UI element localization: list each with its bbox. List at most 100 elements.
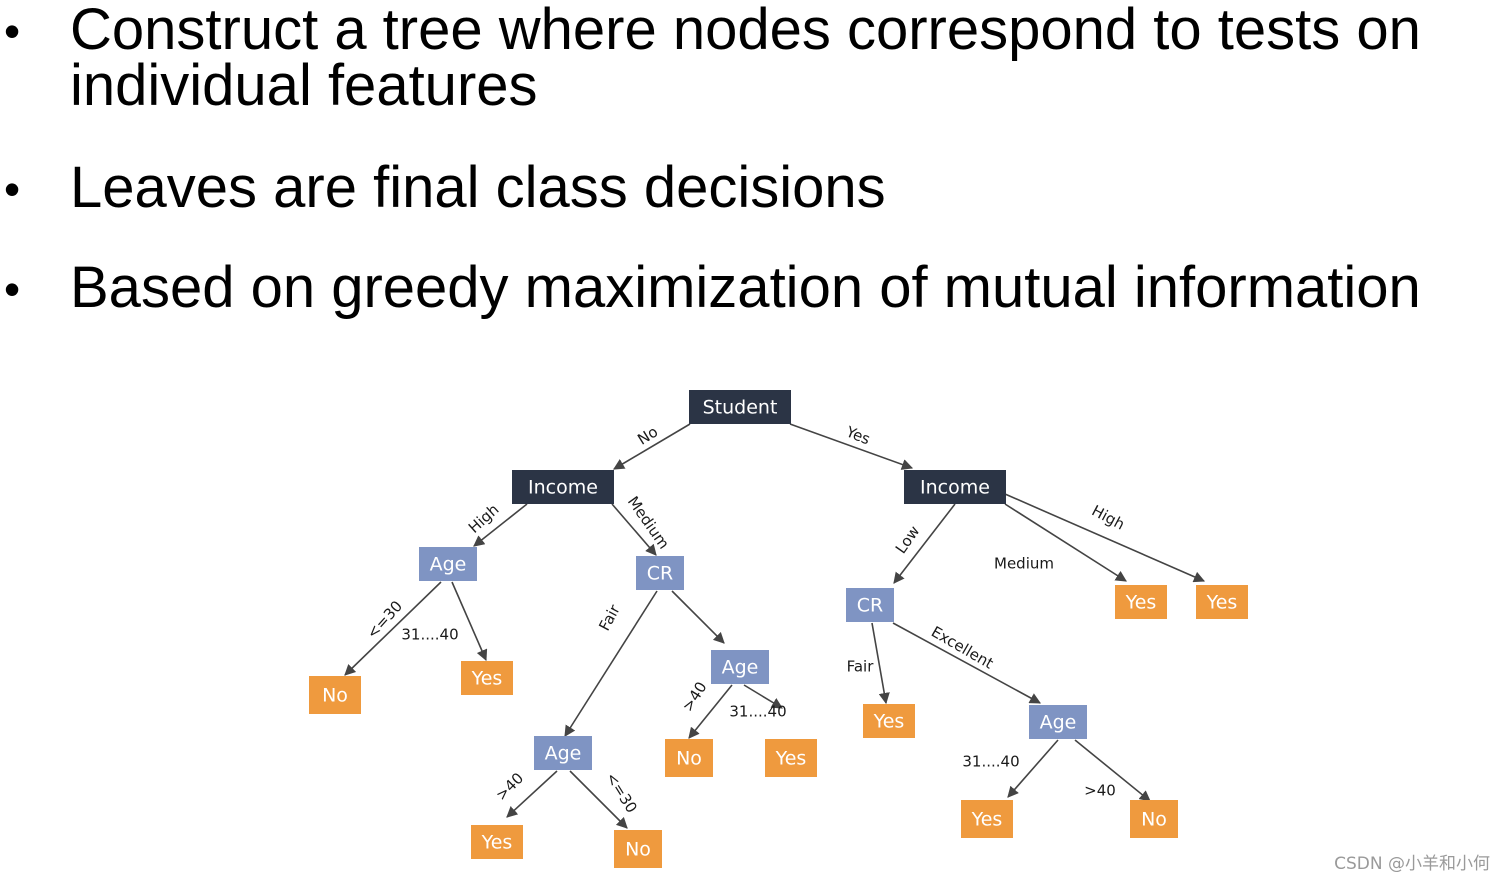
node-box xyxy=(765,739,817,777)
node-box xyxy=(461,661,513,695)
bullet-dot: • xyxy=(4,263,21,315)
tree-edge-age-excellent-right-to-leaf-yes-4 xyxy=(1007,739,1059,798)
tree-node-leaf-no-4: No xyxy=(1130,800,1178,838)
node-box xyxy=(636,556,684,590)
node-box xyxy=(1029,705,1087,739)
node-label: No xyxy=(322,685,348,707)
node-box xyxy=(534,736,592,770)
node-label: No xyxy=(676,748,702,770)
node-box xyxy=(846,588,894,622)
node-box xyxy=(711,650,769,684)
tree-edge-income-left-to-age-high xyxy=(473,503,528,547)
edge-label: Medium xyxy=(994,555,1054,573)
tree-node-leaf-yes-medium: Yes xyxy=(1115,585,1167,619)
node-label: Yes xyxy=(471,668,503,690)
node-box xyxy=(309,676,361,714)
node-box xyxy=(471,825,523,859)
node-box xyxy=(1196,585,1248,619)
tree-node-age-excellent-right: Age xyxy=(1029,705,1087,739)
node-box xyxy=(1130,800,1178,838)
node-label: Yes xyxy=(873,711,905,733)
tree-node-leaf-no-3: No xyxy=(614,830,662,868)
node-label: Yes xyxy=(971,809,1003,831)
node-label: Student xyxy=(703,397,778,419)
bullet-line: individual features xyxy=(70,53,538,118)
tree-edge-cr-low-to-age-excellent-right xyxy=(892,622,1041,704)
node-label: Age xyxy=(1040,712,1077,734)
tree-edge-income-left-to-cr-medium xyxy=(611,503,657,556)
tree-edge-age-excellent-left-to-leaf-yes-2 xyxy=(743,684,783,709)
tree-node-income-left: Income xyxy=(512,470,614,504)
node-label: Yes xyxy=(775,748,807,770)
edge-label: Medium xyxy=(624,493,673,552)
watermark: CSDN @小羊和小何 xyxy=(1334,854,1490,874)
node-label: Yes xyxy=(1206,592,1238,614)
tree-node-leaf-no-1: No xyxy=(309,676,361,714)
bullet-line: Construct a tree where nodes correspond … xyxy=(70,0,1421,62)
node-label: Age xyxy=(430,554,467,576)
edge-label: High xyxy=(1089,502,1128,534)
tree-edge-student-to-income-left xyxy=(613,423,691,470)
edge-label: 31....40 xyxy=(729,703,786,721)
node-box xyxy=(863,704,915,738)
tree-node-age-high: Age xyxy=(419,547,477,581)
node-label: Age xyxy=(722,657,759,679)
node-label: Yes xyxy=(481,832,513,854)
node-label: No xyxy=(1141,809,1167,831)
bullet-line: Leaves are final class decisions xyxy=(70,155,886,220)
edge-label: High xyxy=(465,500,503,536)
tree-edge-student-to-income-right xyxy=(789,423,914,470)
node-box xyxy=(961,800,1013,838)
node-label: No xyxy=(625,839,651,861)
tree-edge-cr-medium-to-age-fair-left xyxy=(564,590,658,737)
tree-edge-age-high-to-leaf-no-1 xyxy=(344,581,442,676)
edge-label: >40 xyxy=(679,679,711,715)
node-label: Income xyxy=(528,477,598,499)
tree-node-income-right: Income xyxy=(904,470,1006,504)
edge-label: >40 xyxy=(492,769,527,804)
tree-edge-cr-medium-to-age-excellent-left xyxy=(671,590,725,644)
node-label: Age xyxy=(545,743,582,765)
node-label: Income xyxy=(920,477,990,499)
tree-node-leaf-yes-high: Yes xyxy=(1196,585,1248,619)
edge-label: <=30 xyxy=(363,597,406,642)
tree-node-age-fair-left: Age xyxy=(534,736,592,770)
tree-node-leaf-no-2: No xyxy=(665,739,713,777)
edge-label: Fair xyxy=(595,601,624,634)
edge-label: 31....40 xyxy=(962,753,1019,771)
tree-edge-income-right-to-leaf-yes-high xyxy=(1004,493,1206,583)
tree-edge-age-fair-left-to-leaf-yes-3 xyxy=(506,770,558,818)
node-box xyxy=(689,390,791,424)
node-label: CR xyxy=(857,595,883,617)
node-box xyxy=(665,739,713,777)
tree-edge-age-fair-left-to-leaf-no-3 xyxy=(569,770,628,829)
tree-node-student: Student xyxy=(689,390,791,424)
tree-edge-age-high-to-leaf-yes-1 xyxy=(451,581,488,662)
tree-edge-income-right-to-leaf-yes-medium xyxy=(1004,503,1127,582)
tree-node-cr-medium: CR xyxy=(636,556,684,590)
bullet-text: Construct a tree where nodes correspond … xyxy=(70,0,1500,118)
node-box xyxy=(512,470,614,504)
tree-node-leaf-yes-1: Yes xyxy=(461,661,513,695)
bullet-dot: • xyxy=(4,163,21,215)
tree-edges xyxy=(344,423,1206,829)
tree-node-age-excellent-left: Age xyxy=(711,650,769,684)
tree-edge-cr-low-to-leaf-yes-fair xyxy=(871,622,890,705)
tree-edge-income-right-to-cr-low xyxy=(893,503,956,584)
tree-node-cr-low: CR xyxy=(846,588,894,622)
tree-edge-age-excellent-left-to-leaf-no-2 xyxy=(688,684,733,739)
tree-node-leaf-yes-4: Yes xyxy=(961,800,1013,838)
node-box xyxy=(1115,585,1167,619)
bullet-dot: • xyxy=(4,5,21,57)
tree-node-leaf-yes-3: Yes xyxy=(471,825,523,859)
node-label: CR xyxy=(647,563,673,585)
tree-node-leaf-yes-2: Yes xyxy=(765,739,817,777)
edge-label: Fair xyxy=(847,658,875,676)
bullet-text: Based on greedy maximization of mutual i… xyxy=(70,255,1500,320)
tree-edge-age-excellent-right-to-leaf-no-4 xyxy=(1074,739,1151,802)
bullet-line: Based on greedy maximization of mutual i… xyxy=(70,255,1421,320)
tree-node-leaf-yes-fair: Yes xyxy=(863,704,915,738)
